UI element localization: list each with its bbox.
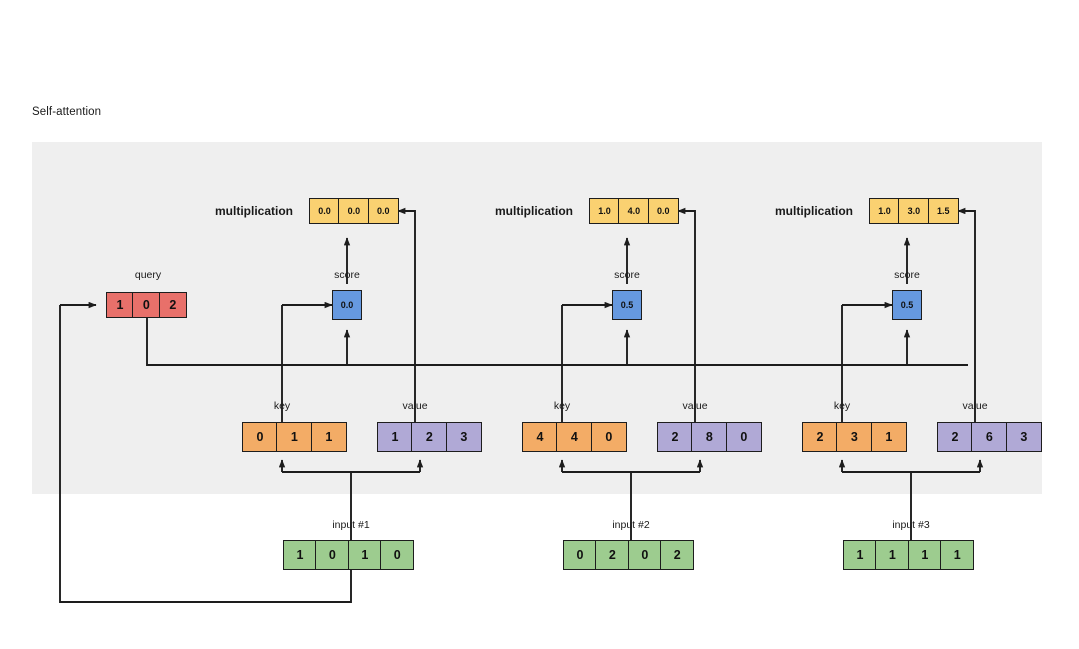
multiplication-vector-3: 1.0 3.0 1.5 [869, 198, 959, 224]
value-vector-3: 2 6 3 [937, 422, 1042, 452]
input-cell: 0 [627, 540, 662, 570]
key-cell: 0 [242, 422, 278, 452]
score-cell: 0.5 [612, 290, 642, 320]
value-cell: 2 [657, 422, 693, 452]
multiplication-cell: 0.0 [338, 198, 370, 224]
multiplication-cell: 0.0 [309, 198, 340, 224]
value-label-1: value [402, 400, 428, 412]
input-cell: 2 [660, 540, 695, 570]
score-cell: 0.0 [332, 290, 362, 320]
key-label-3: key [833, 400, 851, 412]
key-label-1: key [273, 400, 291, 412]
score-label-2: score [614, 269, 640, 281]
input-label-1: input #1 [332, 519, 370, 531]
value-cell: 8 [691, 422, 728, 452]
input-vector-3: 1 1 1 1 [843, 540, 975, 570]
multiplication-cell: 1.5 [927, 198, 959, 224]
input-cell: 1 [940, 540, 975, 570]
query-cell: 1 [106, 292, 134, 318]
value-cell: 3 [445, 422, 482, 452]
score-label-3: score [894, 269, 920, 281]
input-label-3: input #3 [892, 519, 930, 531]
input-cell: 1 [843, 540, 877, 570]
key-vector-2: 4 4 0 [522, 422, 627, 452]
key-vector-3: 2 3 1 [802, 422, 907, 452]
key-cell: 3 [836, 422, 873, 452]
multiplication-cell: 3.0 [898, 198, 930, 224]
multiplication-cell: 0.0 [647, 198, 679, 224]
score-label-1: score [334, 269, 360, 281]
score-box-1: 0.0 [332, 290, 362, 320]
input-cell: 0 [315, 540, 350, 570]
multiplication-cell: 0.0 [367, 198, 399, 224]
key-cell: 1 [276, 422, 313, 452]
input-cell: 1 [283, 540, 317, 570]
key-cell: 0 [590, 422, 627, 452]
value-label-2: value [682, 400, 708, 412]
value-vector-2: 2 8 0 [657, 422, 762, 452]
query-vector: 1 0 2 [106, 292, 187, 318]
query-label: query [134, 269, 162, 281]
multiplication-vector-1: 0.0 0.0 0.0 [309, 198, 399, 224]
input-vector-1: 1 0 1 0 [283, 540, 415, 570]
key-cell: 4 [522, 422, 558, 452]
value-cell: 1 [377, 422, 413, 452]
input-cell: 1 [907, 540, 942, 570]
key-cell: 2 [802, 422, 838, 452]
multiplication-cell: 1.0 [869, 198, 900, 224]
query-cell: 2 [158, 292, 187, 318]
score-cell: 0.5 [892, 290, 922, 320]
value-cell: 2 [937, 422, 973, 452]
input-cell: 1 [875, 540, 910, 570]
input-cell: 2 [595, 540, 630, 570]
key-label-2: key [553, 400, 571, 412]
score-box-3: 0.5 [892, 290, 922, 320]
value-cell: 3 [1005, 422, 1042, 452]
input-cell: 1 [347, 540, 382, 570]
value-cell: 2 [411, 422, 448, 452]
key-cell: 4 [556, 422, 593, 452]
value-cell: 0 [725, 422, 762, 452]
multiplication-cell: 4.0 [618, 198, 650, 224]
key-cell: 1 [310, 422, 347, 452]
diagram-title: Self-attention [32, 106, 102, 118]
input-label-2: input #2 [612, 519, 650, 531]
multiplication-cell: 1.0 [589, 198, 620, 224]
query-cell: 0 [132, 292, 161, 318]
input-vector-2: 0 2 0 2 [563, 540, 695, 570]
multiplication-label-3: multiplication [775, 204, 853, 218]
multiplication-label-1: multiplication [215, 204, 293, 218]
input-cell: 0 [563, 540, 597, 570]
value-cell: 6 [971, 422, 1008, 452]
key-cell: 1 [870, 422, 907, 452]
score-box-2: 0.5 [612, 290, 642, 320]
multiplication-vector-2: 1.0 4.0 0.0 [589, 198, 679, 224]
value-label-3: value [962, 400, 988, 412]
input-cell: 0 [380, 540, 415, 570]
multiplication-label-2: multiplication [495, 204, 573, 218]
key-vector-1: 0 1 1 [242, 422, 347, 452]
value-vector-1: 1 2 3 [377, 422, 482, 452]
